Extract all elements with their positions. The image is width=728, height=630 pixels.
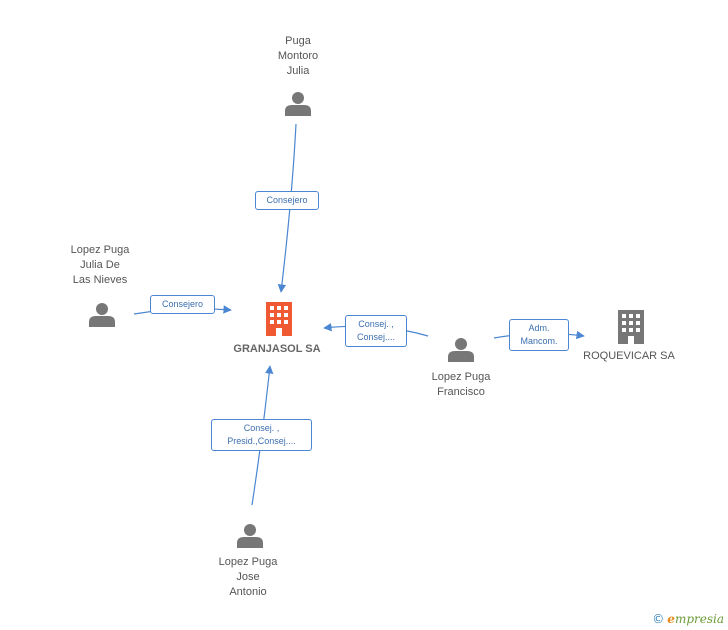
- building-icon[interactable]: [618, 310, 644, 344]
- person-icon[interactable]: [237, 524, 263, 548]
- edge-label-roquevicar: Adm. Mancom.: [509, 319, 569, 351]
- person-label-lopez-jose[interactable]: Lopez Puga Jose Antonio: [218, 556, 278, 598]
- building-icon[interactable]: [266, 302, 292, 336]
- edge-label-francisco: Consej. , Consej....: [345, 315, 407, 347]
- copyright-icon: ©: [652, 612, 665, 626]
- person-label-puga-montoro[interactable]: Puga Montoro Julia: [277, 35, 319, 77]
- company-label-roquevicar[interactable]: ROQUEVICAR SA: [583, 350, 675, 362]
- edge-label-julia: Consejero: [150, 295, 215, 314]
- person-icon[interactable]: [285, 92, 311, 116]
- person-label-lopez-julia[interactable]: Lopez Puga Julia De Las Nieves: [70, 244, 130, 286]
- person-label-lopez-francisco[interactable]: Lopez Puga Francisco: [431, 371, 491, 398]
- edge-label-puga: Consejero: [255, 191, 319, 210]
- edge-label-jose: Consej. , Presid.,Consej....: [211, 419, 312, 451]
- company-label-granjasol[interactable]: GRANJASOL SA: [233, 343, 321, 355]
- empresia-logo: ©empresia: [652, 612, 724, 626]
- person-icon[interactable]: [89, 303, 115, 327]
- person-icon[interactable]: [448, 338, 474, 362]
